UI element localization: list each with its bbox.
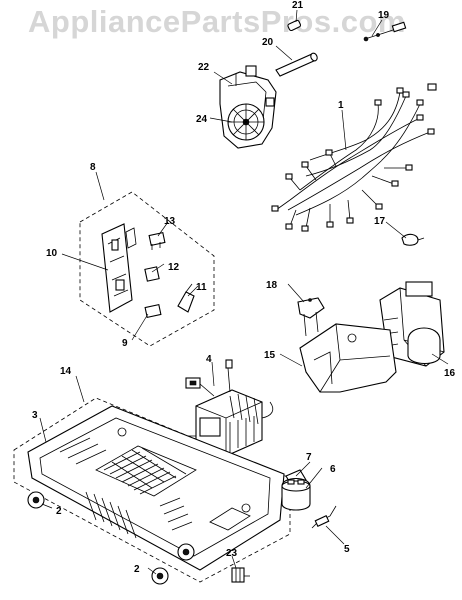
part-3-base-plate bbox=[27, 405, 285, 571]
callout-3: 3 bbox=[32, 410, 38, 421]
part-2-foot-bottom bbox=[151, 567, 169, 585]
callout-labels: 21 19 20 22 24 1 17 8 10 13 12 11 9 18 1… bbox=[32, 0, 456, 575]
callout-2-bottom: 2 bbox=[134, 564, 140, 575]
callout-11: 11 bbox=[196, 282, 207, 293]
part-12-switch bbox=[144, 266, 160, 282]
callout-14: 14 bbox=[60, 366, 72, 377]
callout-23: 23 bbox=[226, 548, 238, 559]
part-8-latch-group bbox=[79, 191, 215, 347]
part-20-rod bbox=[275, 52, 318, 77]
part-5-diode bbox=[311, 505, 337, 529]
callout-13: 13 bbox=[164, 216, 176, 227]
callout-24: 24 bbox=[196, 114, 208, 125]
part-23-connector bbox=[231, 567, 250, 583]
part-10-latch-board bbox=[101, 223, 137, 313]
callout-16: 16 bbox=[444, 368, 456, 379]
callout-18: 18 bbox=[266, 280, 278, 291]
callout-17: 17 bbox=[374, 216, 386, 227]
part-16-magnetron bbox=[379, 281, 445, 367]
part-24-fan-blade bbox=[227, 103, 265, 141]
callout-12: 12 bbox=[168, 262, 180, 273]
part-21-screw bbox=[287, 19, 302, 32]
callout-6: 6 bbox=[330, 464, 336, 475]
callout-21: 21 bbox=[292, 0, 304, 11]
callout-22: 22 bbox=[198, 62, 210, 73]
part-4-transformer bbox=[185, 359, 274, 457]
part-15-waveguide bbox=[299, 323, 397, 393]
part-6-capacitor bbox=[281, 477, 311, 511]
callout-7: 7 bbox=[306, 452, 312, 463]
part-18-thermostat bbox=[297, 297, 325, 337]
callout-20: 20 bbox=[262, 37, 274, 48]
callout-15: 15 bbox=[264, 350, 276, 361]
leader-lines bbox=[39, 9, 449, 575]
part-1-wire-harness bbox=[271, 83, 437, 232]
callout-9: 9 bbox=[122, 338, 128, 349]
part-13-switch bbox=[148, 232, 166, 250]
callout-8: 8 bbox=[90, 162, 96, 173]
part-11-switch-lever bbox=[177, 283, 195, 313]
callout-4: 4 bbox=[206, 354, 212, 365]
part-2-foot-left bbox=[27, 491, 45, 509]
part-9-switch bbox=[144, 304, 162, 318]
callout-10: 10 bbox=[46, 248, 58, 259]
callout-19: 19 bbox=[378, 10, 390, 21]
callout-5: 5 bbox=[344, 544, 350, 555]
callout-1: 1 bbox=[338, 100, 344, 111]
part-19-lamp-socket bbox=[363, 21, 407, 42]
part-17-clip bbox=[401, 233, 425, 246]
callout-2-left: 2 bbox=[56, 506, 62, 517]
watermark-logo: AppliancePartsPros.com bbox=[28, 4, 406, 39]
